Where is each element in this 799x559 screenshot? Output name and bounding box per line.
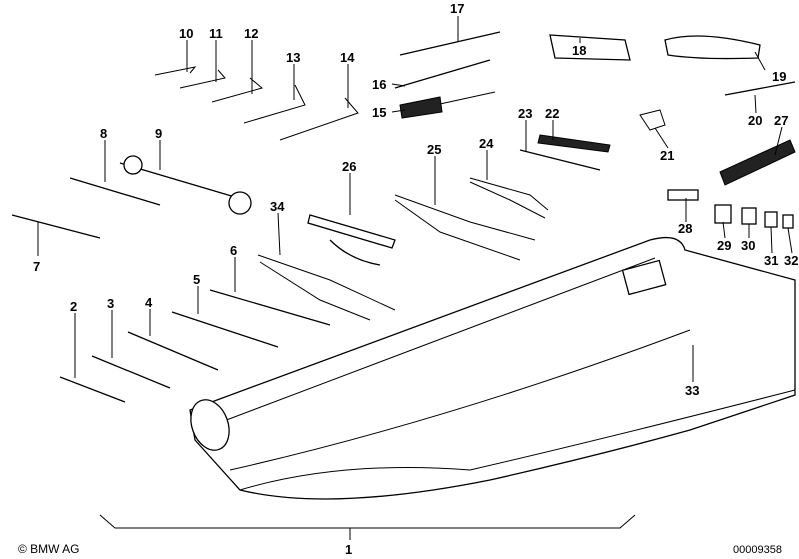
- feeler-gauge: [639, 109, 666, 131]
- callout-labels: 1 2 3 4 5 6 7 8 9 10 11 12 13 14 15 16 1…: [33, 1, 798, 557]
- leader-lines: [37, 16, 793, 382]
- callout-9: 9: [155, 126, 162, 141]
- callout-16: 16: [372, 77, 386, 92]
- tool-roll: [189, 236, 796, 500]
- callout-8: 8: [100, 126, 107, 141]
- screwdriver: [399, 91, 496, 119]
- drift: [394, 59, 491, 89]
- callout-4: 4: [145, 295, 153, 310]
- pliers-24: [469, 177, 549, 219]
- callout-28: 28: [678, 221, 692, 236]
- callout-12: 12: [244, 26, 258, 41]
- hook-wrench: [724, 81, 796, 96]
- callout-34: 34: [270, 199, 285, 214]
- hex-keys: [154, 66, 359, 141]
- wrench-17: [399, 31, 501, 56]
- spark-plug-wrench: [664, 35, 761, 60]
- callout-15: 15: [372, 105, 386, 120]
- callout-10: 10: [179, 26, 193, 41]
- callout-5: 5: [193, 272, 200, 287]
- open-end-wrenches: [11, 155, 331, 403]
- callout-26: 26: [342, 159, 356, 174]
- callout-20: 20: [748, 113, 762, 128]
- callout-31: 31: [764, 253, 778, 268]
- callout-3: 3: [107, 296, 114, 311]
- box-spanner: [549, 34, 631, 61]
- callout-18: 18: [572, 43, 586, 58]
- callout-27: 27: [774, 113, 788, 128]
- pliers-34: [257, 254, 396, 321]
- callout-7: 7: [33, 259, 40, 274]
- callout-11: 11: [209, 26, 223, 41]
- callout-22: 22: [545, 106, 559, 121]
- callout-14: 14: [340, 50, 355, 65]
- callout-32: 32: [784, 253, 798, 268]
- bracket: [99, 514, 636, 540]
- callout-30: 30: [741, 238, 755, 253]
- callout-24: 24: [479, 136, 494, 151]
- callout-17: 17: [450, 1, 464, 16]
- callout-25: 25: [427, 142, 441, 157]
- tube-tool: [519, 149, 601, 171]
- callout-21: 21: [660, 148, 674, 163]
- callout-33: 33: [685, 383, 699, 398]
- ratchet: [719, 139, 796, 186]
- pliers-25: [394, 194, 536, 261]
- file: [537, 134, 611, 153]
- callout-19: 19: [772, 69, 786, 84]
- image-number: 00009358: [733, 544, 782, 556]
- test-lamp: [307, 214, 396, 266]
- callout-13: 13: [286, 50, 300, 65]
- callout-23: 23: [518, 106, 532, 121]
- callout-29: 29: [717, 238, 731, 253]
- copyright: © BMW AG: [18, 542, 80, 556]
- callout-6: 6: [230, 243, 237, 258]
- callout-2: 2: [70, 299, 77, 314]
- callout-1: 1: [345, 542, 352, 557]
